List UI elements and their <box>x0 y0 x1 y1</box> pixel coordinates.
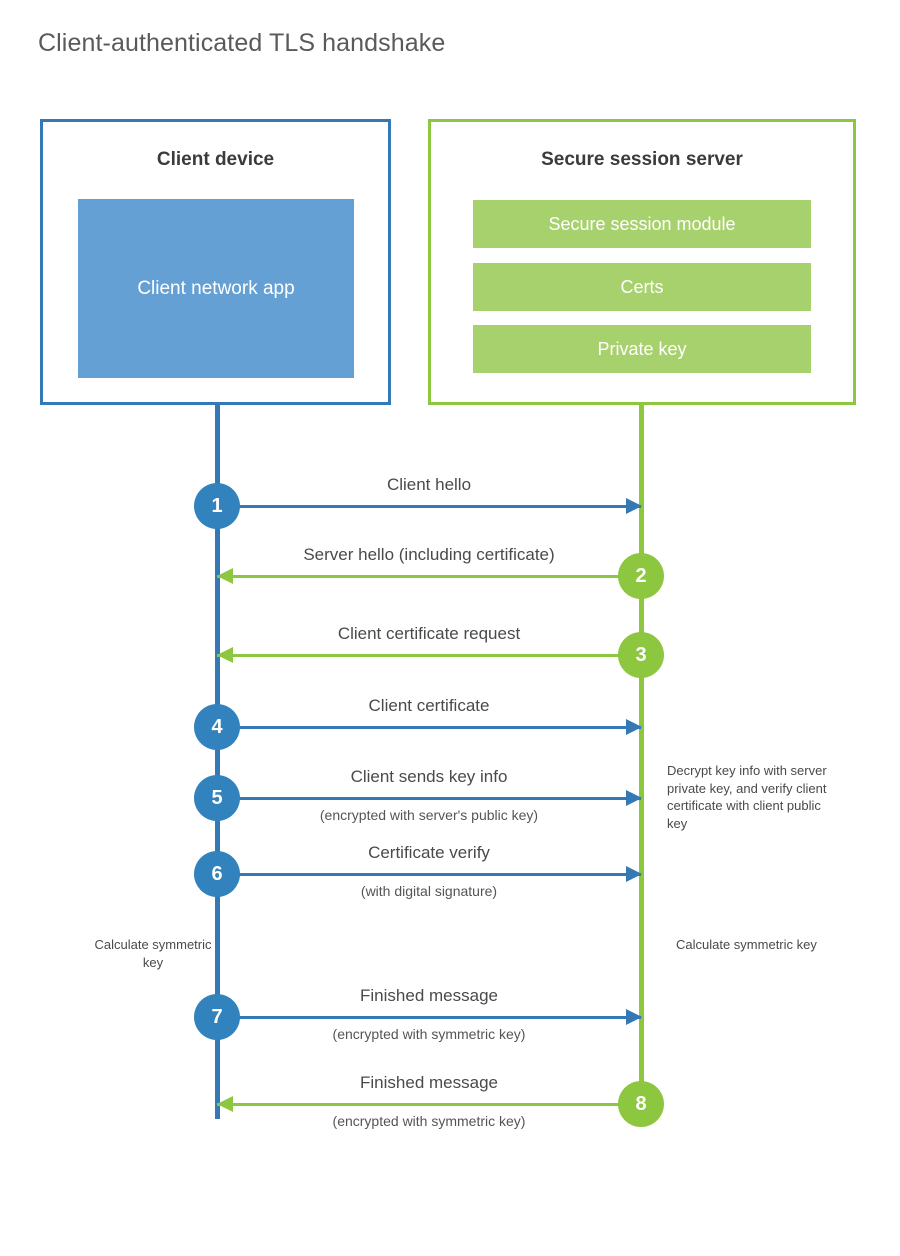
message-arrow-shaft <box>217 726 641 729</box>
step-label: Client sends key info <box>350 767 508 786</box>
message-arrow-shaft <box>217 575 641 578</box>
step-sublabel: (with digital signature) <box>360 883 498 899</box>
message-arrow-shaft <box>217 1103 641 1106</box>
step-label: Client certificate request <box>337 624 521 643</box>
server-lifeline <box>639 404 644 1106</box>
arrow-head-left-icon <box>217 1096 233 1112</box>
step-sublabel: (encrypted with symmetric key) <box>332 1026 526 1042</box>
client-network-app-block: Client network app <box>78 199 354 378</box>
server-component-secure-session-module: Secure session module <box>473 200 811 248</box>
arrow-head-right-icon <box>626 866 642 882</box>
server-component-certs: Certs <box>473 263 811 311</box>
server-component-label: Certs <box>620 276 664 297</box>
step-number-badge: 6 <box>194 851 240 897</box>
arrow-head-right-icon <box>626 719 642 735</box>
arrow-head-left-icon <box>217 568 233 584</box>
step-number-badge: 8 <box>618 1081 664 1127</box>
step-label: Certificate verify <box>368 843 490 862</box>
arrow-head-right-icon <box>626 498 642 514</box>
step-sublabel: (encrypted with symmetric key) <box>332 1113 526 1129</box>
page-title: Client-authenticated TLS handshake <box>38 29 446 57</box>
step-number-badge: 2 <box>618 553 664 599</box>
arrow-head-right-icon <box>626 790 642 806</box>
step-number-badge: 5 <box>194 775 240 821</box>
client-device-title: Client device <box>156 149 275 170</box>
step-label: Client hello <box>386 475 472 494</box>
client-lifeline <box>215 404 220 1119</box>
server-component-private-key: Private key <box>473 325 811 373</box>
step-number-badge: 4 <box>194 704 240 750</box>
step-label: Server hello (including certificate) <box>303 545 555 564</box>
server-component-label: Private key <box>597 338 687 359</box>
message-arrow-shaft <box>217 1016 641 1019</box>
arrow-head-left-icon <box>217 647 233 663</box>
server-component-label: Secure session module <box>548 213 736 234</box>
step-sublabel: (encrypted with server's public key) <box>319 807 539 823</box>
step-label: Finished message <box>360 1073 498 1092</box>
server-decrypt-annotation: Decrypt key info with server private key… <box>667 763 827 831</box>
step-number-badge: 7 <box>194 994 240 1040</box>
step-number-badge: 3 <box>618 632 664 678</box>
secure-session-server-title: Secure session server <box>541 149 743 170</box>
message-arrow-shaft <box>217 797 641 800</box>
server-calculate-symmetric-key-annotation: Calculate symmetric key <box>676 937 817 952</box>
message-arrow-shaft <box>217 654 641 657</box>
step-number-badge: 1 <box>194 483 240 529</box>
client-calculate-symmetric-key-annotation: Calculate symmetric key <box>94 937 212 970</box>
secure-session-server-box: Secure session server Secure session mod… <box>428 119 856 405</box>
step-label: Client certificate <box>368 696 490 715</box>
client-device-box: Client device Client network app <box>40 119 391 405</box>
arrow-head-right-icon <box>626 1009 642 1025</box>
message-arrow-shaft <box>217 873 641 876</box>
client-network-app-label: Client network app <box>137 278 295 299</box>
step-label: Finished message <box>360 986 498 1005</box>
message-arrow-shaft <box>217 505 641 508</box>
